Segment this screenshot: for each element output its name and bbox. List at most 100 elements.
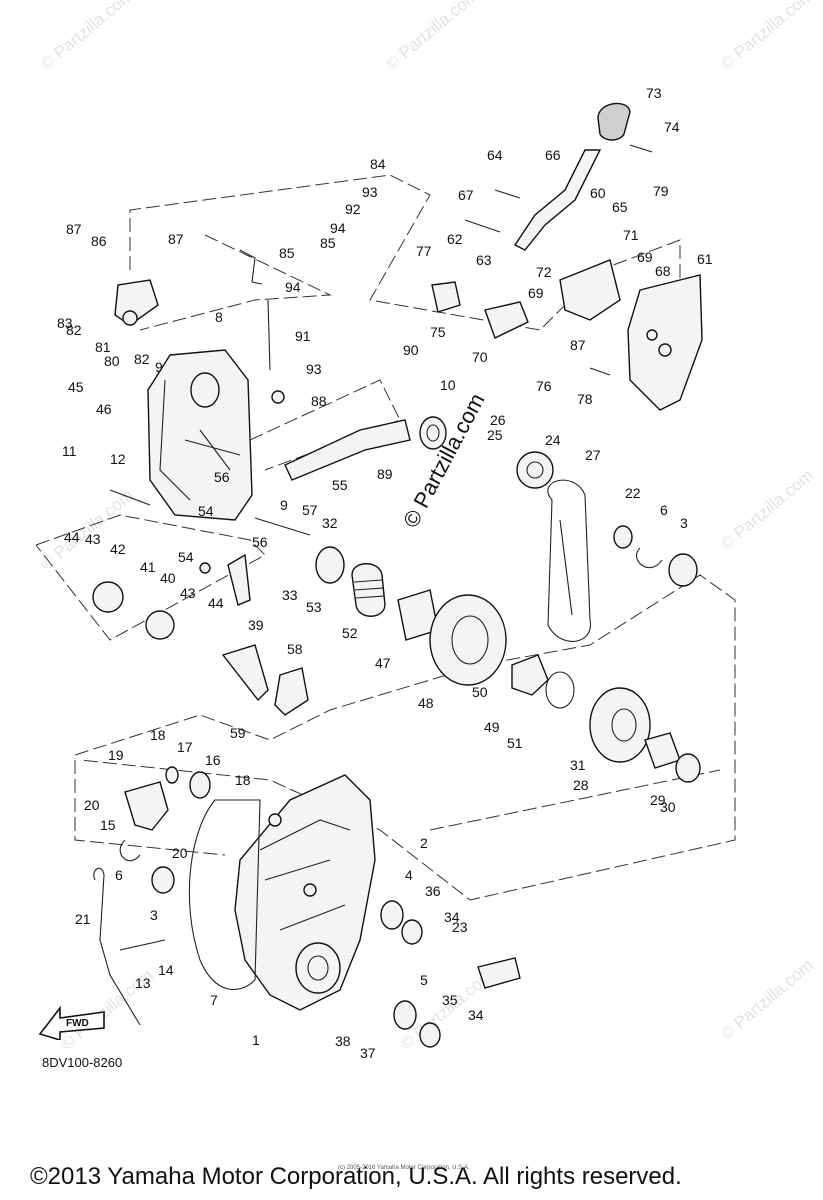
callout-12: 12 xyxy=(110,451,126,467)
callout-87: 87 xyxy=(168,231,184,247)
callout-76: 76 xyxy=(536,378,552,394)
callout-69: 69 xyxy=(637,249,653,265)
callout-50: 50 xyxy=(472,684,488,700)
callout-54: 54 xyxy=(198,503,214,519)
copyright-footer: ©2013 Yamaha Motor Corporation, U.S.A. A… xyxy=(30,1163,682,1190)
callout-61: 61 xyxy=(697,251,713,267)
fwd-label: FWD xyxy=(66,1018,89,1029)
callout-29: 29 xyxy=(650,792,666,808)
callout-94: 94 xyxy=(330,220,346,236)
callout-85: 85 xyxy=(320,235,336,251)
callout-93: 93 xyxy=(362,184,378,200)
diagram-code: 8DV100-8260 xyxy=(42,1055,123,1070)
callout-75: 75 xyxy=(430,324,446,340)
callout-34: 34 xyxy=(444,909,460,925)
callout-85: 85 xyxy=(279,245,295,261)
callout-60: 60 xyxy=(590,185,606,201)
callout-41: 41 xyxy=(140,559,156,575)
callout-90: 90 xyxy=(403,342,419,358)
callout-35: 35 xyxy=(442,992,458,1008)
callout-28: 28 xyxy=(573,777,589,793)
callout-66: 66 xyxy=(545,147,561,163)
callout-83: 83 xyxy=(57,315,73,331)
callout-59: 59 xyxy=(230,725,246,741)
callout-9: 9 xyxy=(155,359,163,375)
callout-37: 37 xyxy=(360,1045,376,1061)
callout-67: 67 xyxy=(458,187,474,203)
callout-47: 47 xyxy=(375,655,391,671)
callout-25: 25 xyxy=(487,427,503,443)
fwd-arrow-icon: FWD xyxy=(38,1005,105,1040)
callout-56: 56 xyxy=(214,469,230,485)
callout-42: 42 xyxy=(110,541,126,557)
callout-64: 64 xyxy=(487,147,503,163)
callout-18: 18 xyxy=(150,727,166,743)
callout-27: 27 xyxy=(585,447,601,463)
callout-70: 70 xyxy=(472,349,488,365)
callout-45: 45 xyxy=(68,379,84,395)
callout-18: 18 xyxy=(235,772,251,788)
callout-72: 72 xyxy=(536,264,552,280)
callout-82: 82 xyxy=(134,351,150,367)
callout-84: 84 xyxy=(370,156,386,172)
callout-32: 32 xyxy=(322,515,338,531)
callout-79: 79 xyxy=(653,183,669,199)
callout-93: 93 xyxy=(306,361,322,377)
callout-10: 10 xyxy=(440,377,456,393)
callout-40: 40 xyxy=(160,570,176,586)
callout-87: 87 xyxy=(66,221,82,237)
callout-16: 16 xyxy=(205,752,221,768)
callout-89: 89 xyxy=(377,466,393,482)
callout-23: 23 xyxy=(452,919,468,935)
callout-68: 68 xyxy=(655,263,671,279)
callout-33: 33 xyxy=(282,587,298,603)
callout-21: 21 xyxy=(75,911,91,927)
callout-73: 73 xyxy=(646,85,662,101)
callout-4: 4 xyxy=(405,867,413,883)
callout-44: 44 xyxy=(64,529,80,545)
callout-17: 17 xyxy=(177,739,193,755)
callout-51: 51 xyxy=(507,735,523,751)
callout-38: 38 xyxy=(335,1033,351,1049)
callout-57: 57 xyxy=(302,502,318,518)
callout-7: 7 xyxy=(210,992,218,1008)
callout-14: 14 xyxy=(158,962,174,978)
callout-1: 1 xyxy=(252,1032,260,1048)
callout-55: 55 xyxy=(332,477,348,493)
callout-78: 78 xyxy=(577,391,593,407)
callout-69: 69 xyxy=(528,285,544,301)
callout-2: 2 xyxy=(420,835,428,851)
callout-20: 20 xyxy=(84,797,100,813)
callout-81: 81 xyxy=(95,339,111,355)
callout-31: 31 xyxy=(570,757,586,773)
callout-8: 8 xyxy=(215,309,223,325)
small-copyright-note: (c) 2005-2016 Yamaha Motor Corporation, … xyxy=(338,1165,470,1171)
callout-71: 71 xyxy=(623,227,639,243)
callout-15: 15 xyxy=(100,817,116,833)
callout-56: 56 xyxy=(252,534,268,550)
callout-22: 22 xyxy=(625,485,641,501)
callout-11: 11 xyxy=(62,443,77,459)
callout-34: 34 xyxy=(468,1007,484,1023)
callout-88: 88 xyxy=(311,393,327,409)
callout-20: 20 xyxy=(172,845,188,861)
callout-36: 36 xyxy=(425,883,441,899)
callout-49: 49 xyxy=(484,719,500,735)
callout-3: 3 xyxy=(680,515,688,531)
callout-6: 6 xyxy=(660,502,668,518)
callout-5: 5 xyxy=(420,972,428,988)
callout-54: 54 xyxy=(178,549,194,565)
callout-39: 39 xyxy=(248,617,264,633)
callout-92: 92 xyxy=(345,201,361,217)
callout-53: 53 xyxy=(306,599,322,615)
callout-6: 6 xyxy=(115,867,123,883)
callout-13: 13 xyxy=(135,975,151,991)
callout-94: 94 xyxy=(285,279,301,295)
callout-26: 26 xyxy=(490,412,506,428)
callout-9: 9 xyxy=(280,497,288,513)
callout-77: 77 xyxy=(416,243,432,259)
callout-19: 19 xyxy=(108,747,124,763)
callout-48: 48 xyxy=(418,695,434,711)
